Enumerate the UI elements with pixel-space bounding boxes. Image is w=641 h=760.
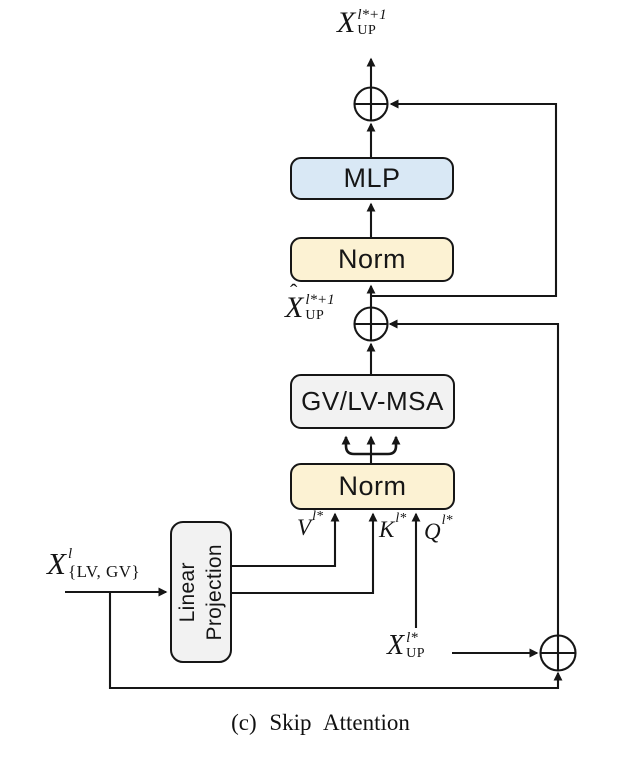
query-label-sup: l* <box>441 513 453 528</box>
input-label-sub: {LV, GV} <box>67 561 141 581</box>
output-label-sup: l*+1 <box>357 7 387 23</box>
adder-mid-icon <box>353 306 389 342</box>
value-label-base: V <box>297 515 312 540</box>
key-label-base: K <box>379 517 395 542</box>
output-label-sub: UP <box>357 22 377 38</box>
norm-bottom-block: Norm <box>290 463 455 510</box>
adder-top-icon <box>353 86 389 122</box>
up-input-label: X l* UP <box>387 630 426 662</box>
norm-top-block-label: Norm <box>338 244 406 274</box>
norm-top-block: Norm <box>290 237 454 282</box>
figure-caption: (c) Skip Attention <box>231 710 410 735</box>
up-input-label-sup: l* <box>406 630 418 646</box>
wire-input-skip-lower <box>108 592 563 690</box>
gv-lv-msa-block: GV/LV-MSA <box>290 374 455 429</box>
hidden-state-label-sub: UP <box>305 307 325 323</box>
output-label-base: X <box>337 6 356 40</box>
wire-v-projection <box>232 512 340 568</box>
key-label-sup: l* <box>395 511 407 526</box>
norm-bottom-block-label: Norm <box>338 471 407 501</box>
wire-k-projection <box>232 512 378 595</box>
key-label: K l* <box>379 511 406 542</box>
adder-bottom-icon <box>539 634 577 672</box>
input-label-sup: l <box>67 546 73 562</box>
up-input-label-sub: UP <box>406 645 426 661</box>
linear-projection-block: Linear Projection <box>170 521 232 663</box>
output-label: X l*+1 UP <box>337 6 387 40</box>
value-label-sup: l* <box>312 509 323 524</box>
value-label: V l* <box>297 509 323 540</box>
input-label: X l {LV, GV} <box>47 546 141 582</box>
gv-lv-msa-block-label: GV/LV-MSA <box>301 386 444 416</box>
hidden-state-label: ˆ X l*+1 UP <box>285 281 335 325</box>
input-label-base: X <box>47 546 66 582</box>
hidden-state-label-sup: l*+1 <box>305 292 335 308</box>
linear-projection-label-line1: Linear <box>175 561 199 623</box>
query-label-base: Q <box>424 519 441 544</box>
query-label: Q l* <box>424 513 453 544</box>
wire-bottom-adder-to-mid-adder <box>388 319 560 635</box>
up-input-label-base: X <box>387 630 405 662</box>
wire-norm-bottom-to-msa-left <box>341 435 371 456</box>
linear-projection-block-label: Linear Projection <box>174 544 229 640</box>
wire-residual-skip-upper <box>371 99 558 298</box>
hidden-state-label-base: X <box>285 291 304 325</box>
linear-projection-label-line2: Projection <box>203 543 227 641</box>
wire-norm-bottom-to-msa-right <box>371 435 401 456</box>
mlp-block: MLP <box>290 157 454 200</box>
mlp-block-label: MLP <box>343 163 401 193</box>
hidden-state-label-hat: ˆ <box>290 279 298 305</box>
